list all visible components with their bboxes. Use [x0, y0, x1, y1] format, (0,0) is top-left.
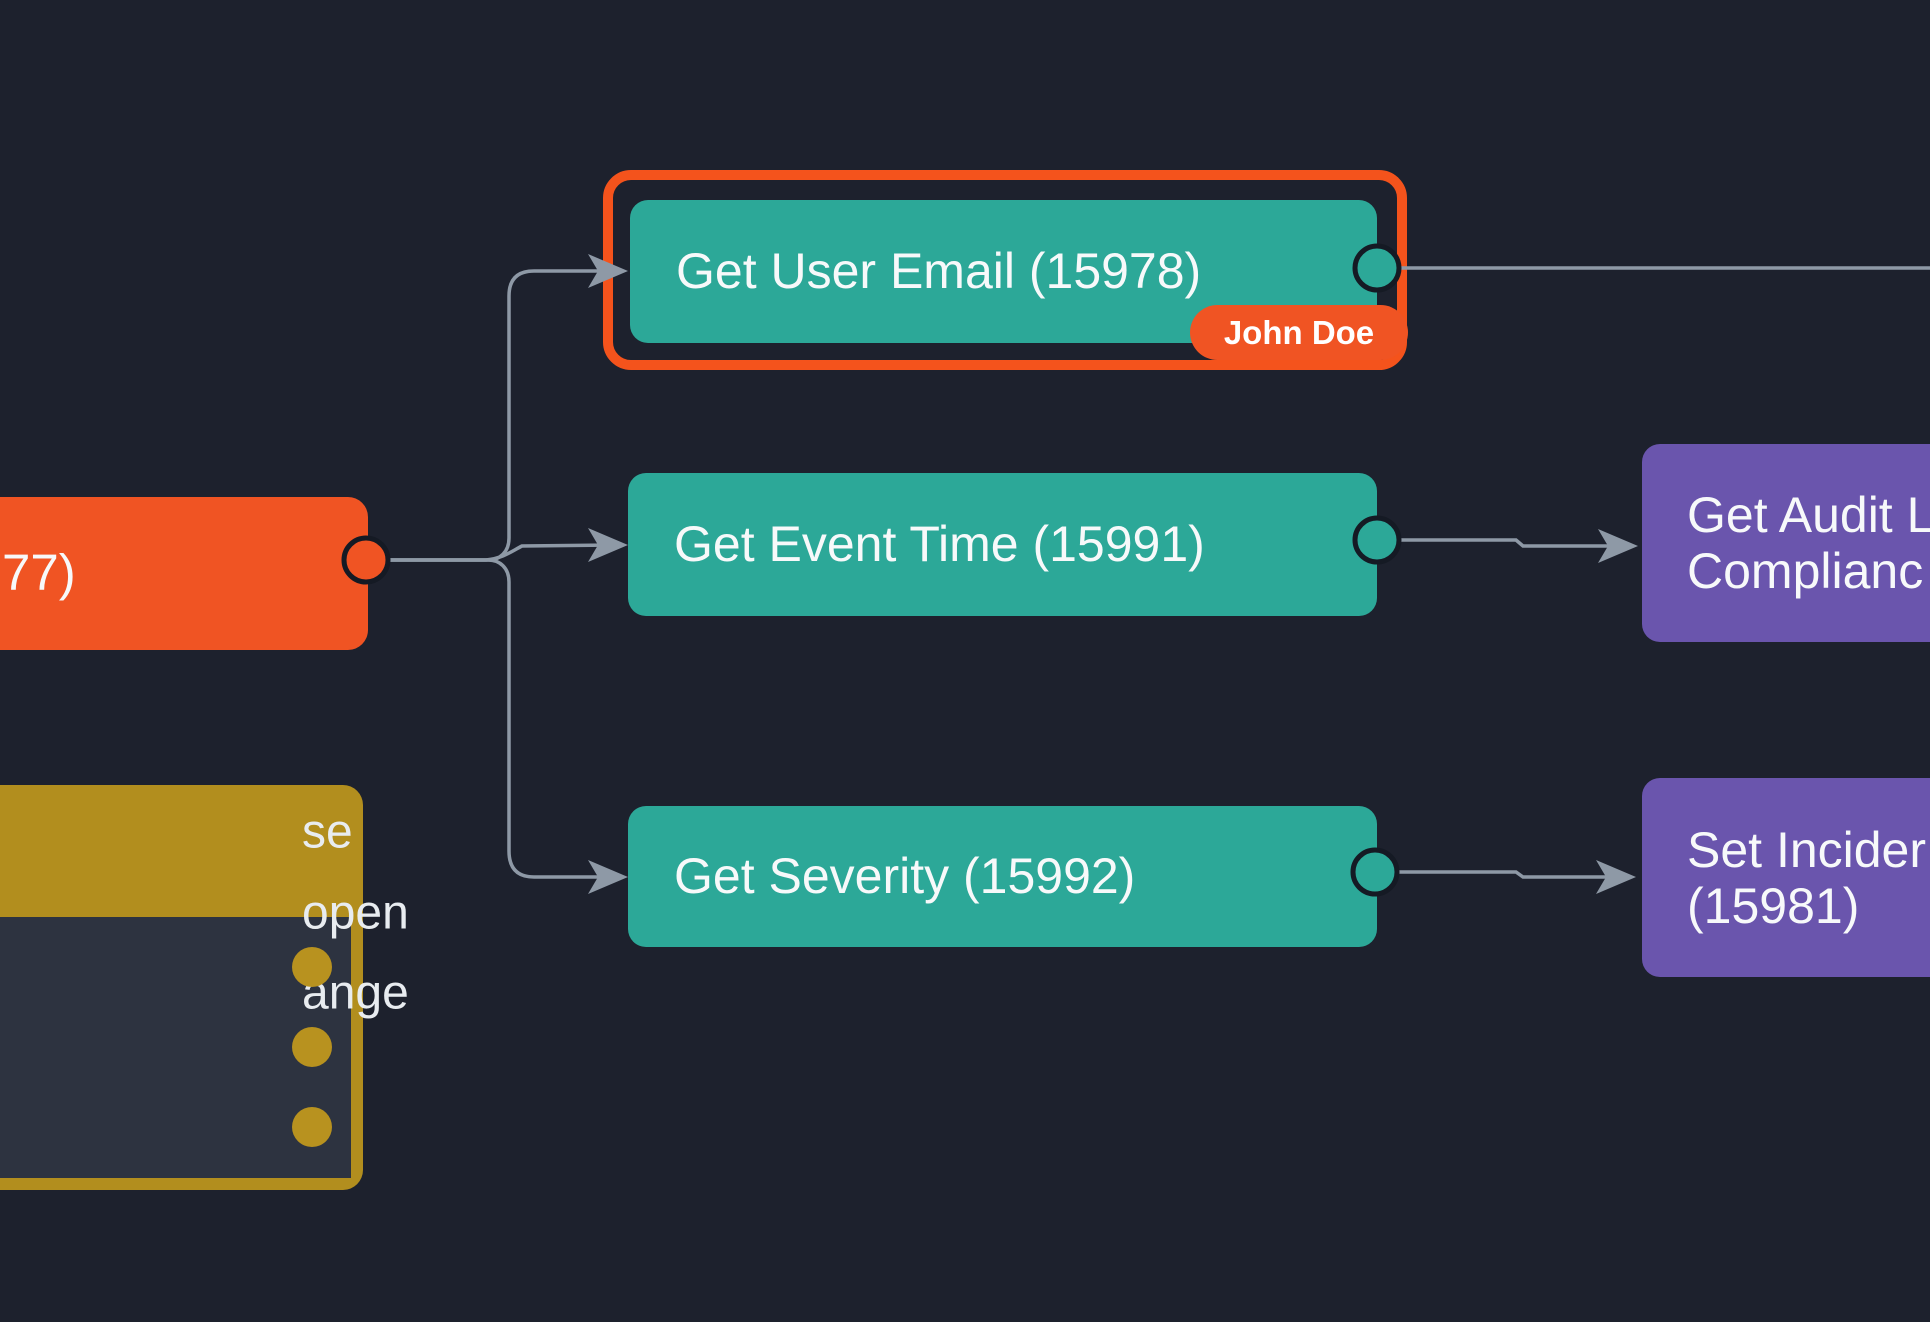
- node-set-incident[interactable]: Set Incider (15981): [1642, 778, 1930, 977]
- switch-branch-label: se: [302, 805, 353, 859]
- node-get-severity[interactable]: Get Severity (15992): [628, 806, 1377, 947]
- arrowhead-icon: [1598, 529, 1638, 563]
- arrowhead-icon: [588, 528, 628, 562]
- edge-get-event-time-to-get-audit-log[interactable]: [1375, 538, 1626, 548]
- node-set-incident-label-line1: Set Incider: [1687, 821, 1927, 878]
- trigger-node-label: 77): [2, 544, 76, 602]
- node-get-audit-log[interactable]: Get Audit L Complianc: [1642, 444, 1930, 642]
- edge-trigger-to-get-event-time[interactable]: [364, 543, 617, 562]
- node-set-incident-label-line2: (15981): [1687, 877, 1860, 934]
- switch-branch-row[interactable]: open: [0, 873, 1930, 953]
- node-get-severity-label: Get Severity (15992): [674, 848, 1136, 904]
- assignee-badge-label: John Doe: [1223, 313, 1375, 351]
- assignee-badge: John Doe: [1190, 305, 1408, 360]
- node-get-audit-log-label-line1: Get Audit L: [1687, 487, 1930, 543]
- switch-branch-label: open: [302, 886, 409, 940]
- trigger-node[interactable]: 77): [0, 497, 368, 650]
- node-get-event-time-label: Get Event Time (15991): [674, 516, 1205, 572]
- switch-branch-row[interactable]: ange: [0, 953, 1930, 1033]
- switch-branch-row[interactable]: se: [0, 792, 1930, 872]
- node-get-event-time[interactable]: Get Event Time (15991): [628, 473, 1377, 616]
- node-get-user-email-label: Get User Email (15978): [676, 243, 1202, 299]
- switch-branch-label: ange: [302, 966, 409, 1020]
- node-get-audit-log-label-line2: Complianc: [1687, 543, 1924, 599]
- edge-trigger-to-get-user-email[interactable]: [364, 269, 616, 562]
